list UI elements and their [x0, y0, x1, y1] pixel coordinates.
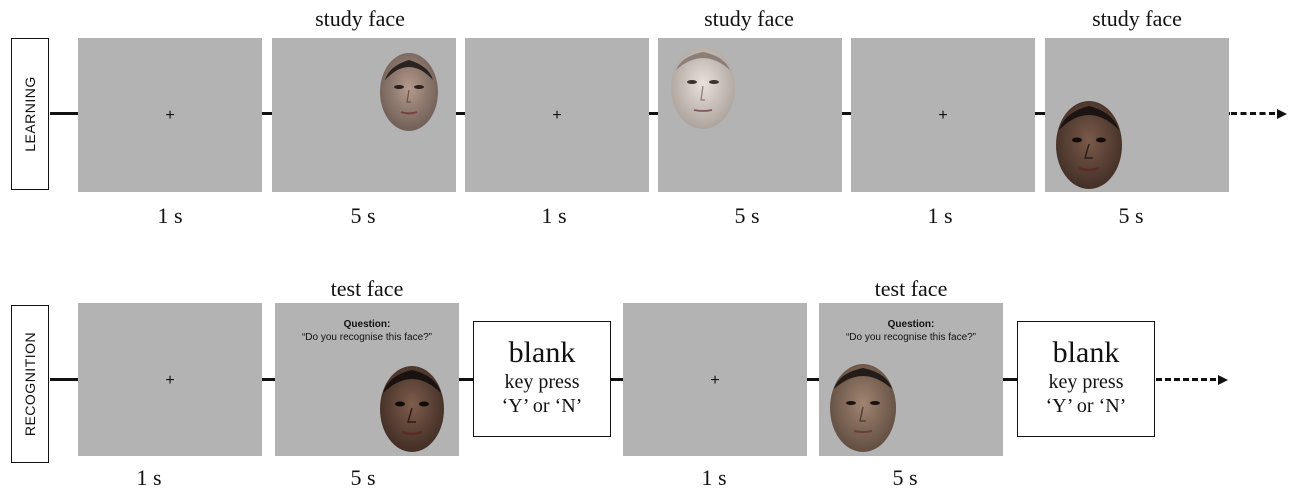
recognition-top-label-1: test face — [330, 276, 404, 301]
learning-study-panel-2 — [658, 38, 842, 192]
row-label-recognition-text: RECOGNITION — [22, 331, 38, 437]
learning-duration-4: 5 s — [734, 203, 760, 228]
learning-top-label-3: study face — [1092, 6, 1182, 31]
blank-key-press: key press — [504, 371, 580, 393]
question-text: “Do you recognise this face?” — [301, 332, 433, 343]
fixation-cross: + — [710, 372, 720, 389]
learning-top-label-2: study face — [704, 6, 794, 31]
learning-top-label-1: study face — [315, 6, 405, 31]
recognition-test-panel-1: Question: “Do you recognise this face?” — [275, 303, 459, 456]
arrow-learning-icon — [1277, 109, 1287, 119]
blank-title: blank — [508, 336, 576, 369]
fixation-cross: + — [165, 107, 175, 124]
face-photo-african-female — [1056, 101, 1122, 189]
face-photo-asian-female — [380, 53, 438, 131]
recognition-top-label-2: test face — [874, 276, 948, 301]
face-photo-asian-male — [830, 364, 896, 452]
recognition-duration-2: 5 s — [350, 465, 376, 490]
fixation-cross: + — [938, 107, 948, 124]
row-label-learning: LEARNING — [11, 38, 49, 190]
learning-duration-6: 5 s — [1118, 203, 1144, 228]
question-heading: Question: — [887, 319, 935, 330]
recognition-duration-1: 1 s — [136, 465, 162, 490]
fixation-cross: + — [165, 372, 175, 389]
question-text: “Do you recognise this face?” — [845, 332, 977, 343]
learning-duration-2: 5 s — [350, 203, 376, 228]
fixation-cross: + — [552, 107, 562, 124]
recognition-duration-4: 5 s — [892, 465, 918, 490]
learning-duration-3: 1 s — [541, 203, 567, 228]
learning-fixation-panel-2: + — [465, 38, 649, 192]
question-prompt: Question: “Do you recognise this face?” — [275, 318, 459, 344]
timeline-learning-continuation — [1231, 112, 1275, 115]
learning-study-panel-3 — [1045, 38, 1229, 192]
response-blank-box-2: blank key press ‘Y’ or ‘N’ — [1017, 321, 1155, 437]
response-blank-box-1: blank key press ‘Y’ or ‘N’ — [473, 321, 611, 437]
row-label-recognition: RECOGNITION — [11, 305, 49, 463]
face-photo-african-female — [380, 366, 444, 452]
recognition-duration-3: 1 s — [701, 465, 727, 490]
learning-fixation-panel-1: + — [78, 38, 262, 192]
question-prompt: Question: “Do you recognise this face?” — [819, 318, 1003, 344]
learning-fixation-panel-3: + — [851, 38, 1035, 192]
question-heading: Question: — [343, 319, 391, 330]
learning-duration-5: 1 s — [927, 203, 953, 228]
blank-key-options: ‘Y’ or ‘N’ — [1045, 395, 1127, 417]
arrow-recognition-icon — [1218, 375, 1228, 385]
recognition-fixation-panel-2: + — [623, 303, 807, 456]
learning-duration-1: 1 s — [157, 203, 183, 228]
learning-study-panel-1 — [272, 38, 456, 192]
blank-key-options: ‘Y’ or ‘N’ — [501, 395, 583, 417]
timeline-recognition-continuation — [1156, 378, 1216, 381]
row-label-learning-text: LEARNING — [22, 76, 38, 152]
face-photo-caucasian-male — [671, 47, 735, 129]
recognition-fixation-panel-1: + — [78, 303, 262, 456]
blank-key-press: key press — [1048, 371, 1124, 393]
recognition-test-panel-2: Question: “Do you recognise this face?” — [819, 303, 1003, 456]
blank-title: blank — [1052, 336, 1120, 369]
